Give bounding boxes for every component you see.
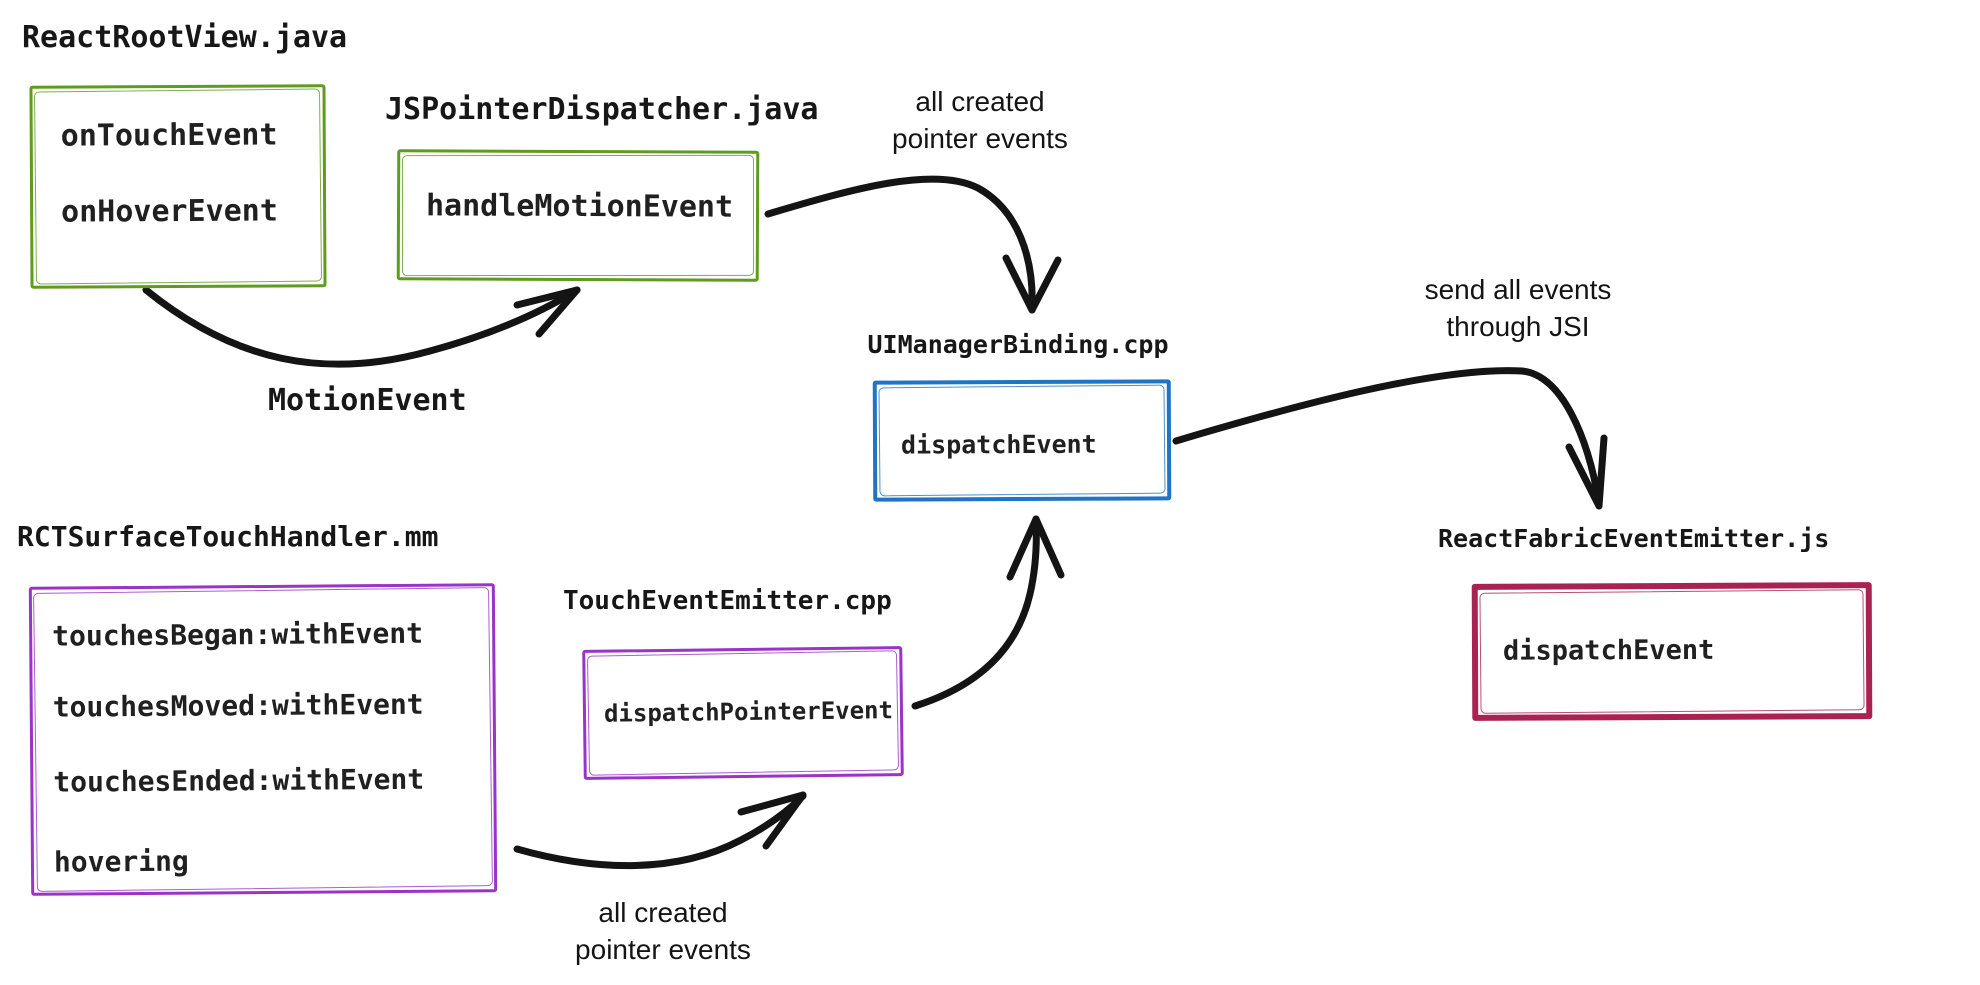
- method-label-dispatch-event-js: dispatchEvent: [1502, 634, 1715, 667]
- edge-label-send-all-events-through-jsi: send all events through JSI: [1393, 272, 1643, 346]
- node-title-js-pointer-dispatcher: JSPointerDispatcher.java: [385, 92, 819, 127]
- node-box-ui-manager-binding: dispatchEvent: [872, 379, 1172, 502]
- arrow-motion-event: [142, 286, 581, 368]
- edge-label-all-created-pointer-events-bottom: all created pointer events: [538, 895, 788, 969]
- node-box-react-fabric-event-emitter: dispatchEvent: [1471, 582, 1873, 721]
- method-label-handle-motion-event: handleMotionEvent: [425, 188, 734, 225]
- node-title-react-root-view: ReactRootView.java: [22, 20, 348, 55]
- node-box-react-root-view: onTouchEvent onHoverEvent: [29, 84, 327, 289]
- edge-label-line: pointer events: [575, 933, 751, 965]
- edge-label-all-created-pointer-events-top: all created pointer events: [855, 84, 1105, 158]
- edge-label-line: pointer events: [892, 122, 1068, 154]
- method-label-on-touch-event: onTouchEvent: [60, 117, 278, 154]
- arrow-send-all-events-through-jsi: [1172, 367, 1608, 510]
- method-label-dispatch-pointer-event: dispatchPointerEvent: [603, 696, 894, 728]
- method-label-touches-ended: touchesEnded:withEvent: [53, 762, 425, 799]
- method-label-touches-moved: touchesMoved:withEvent: [52, 687, 424, 724]
- node-box-js-pointer-dispatcher: handleMotionEvent: [396, 149, 760, 282]
- edge-label-line: send all events: [1424, 274, 1612, 305]
- node-title-react-fabric-event-emitter: ReactFabricEventEmitter.js: [1438, 524, 1830, 553]
- node-title-ui-manager-binding: UIManagerBinding.cpp: [867, 330, 1169, 359]
- edge-label-line: all created: [915, 86, 1045, 117]
- method-label-on-hover-event: onHoverEvent: [61, 193, 278, 230]
- arrow-all-created-pointer-events-top: [764, 175, 1062, 314]
- arrow-all-created-pointer-events-bottom: [513, 791, 807, 870]
- edge-label-motion-event: MotionEvent: [268, 383, 467, 418]
- node-box-rct-surface-touch-handler: touchesBegan:withEvent touchesMoved:with…: [28, 583, 498, 896]
- arrow-dispatch-pointer-event-to-dispatch-event: [911, 515, 1065, 710]
- node-title-rct-surface-touch-handler: RCTSurfaceTouchHandler.mm: [17, 520, 439, 553]
- edge-label-line: all created: [598, 897, 728, 928]
- method-label-hovering: hovering: [53, 844, 189, 879]
- edge-label-line: through JSI: [1446, 310, 1590, 342]
- method-label-touches-began: touchesBegan:withEvent: [52, 616, 424, 653]
- node-title-touch-event-emitter: TouchEventEmitter.cpp: [563, 586, 892, 616]
- method-label-dispatch-event: dispatchEvent: [900, 429, 1097, 460]
- node-box-touch-event-emitter: dispatchPointerEvent: [582, 646, 904, 780]
